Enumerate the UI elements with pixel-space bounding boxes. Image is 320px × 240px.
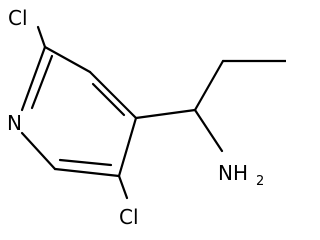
atom-label-n-ring: N: [7, 111, 22, 135]
bond-c5-cl: [117, 174, 129, 200]
atom-label-cl-top: Cl: [8, 6, 28, 30]
bond-c4-c5: [117, 116, 138, 178]
bond-c6-n1: [20, 131, 57, 171]
atom-label-amine-subscript: 2: [256, 174, 264, 189]
bond-calpha-ch2: [193, 59, 225, 112]
bond-c4-calpha: [134, 108, 197, 120]
chemical-structure: Cl N Cl NH 2: [7, 6, 286, 229]
bond-c3-c4: [88, 70, 138, 120]
atom-label-amine: NH: [218, 161, 248, 185]
bond-c3-c4-inner: [91, 82, 126, 117]
bond-n1-c2-inner: [30, 54, 54, 110]
atom-label-cl-bottom: Cl: [119, 205, 139, 229]
bond-c2-cl: [36, 25, 47, 49]
bond-c2-c3: [43, 45, 92, 74]
bond-n1-c2: [20, 45, 47, 112]
bond-c5-c6: [53, 167, 121, 178]
bond-c5-c6-inner: [58, 158, 113, 167]
bond-calpha-n: [193, 108, 224, 153]
